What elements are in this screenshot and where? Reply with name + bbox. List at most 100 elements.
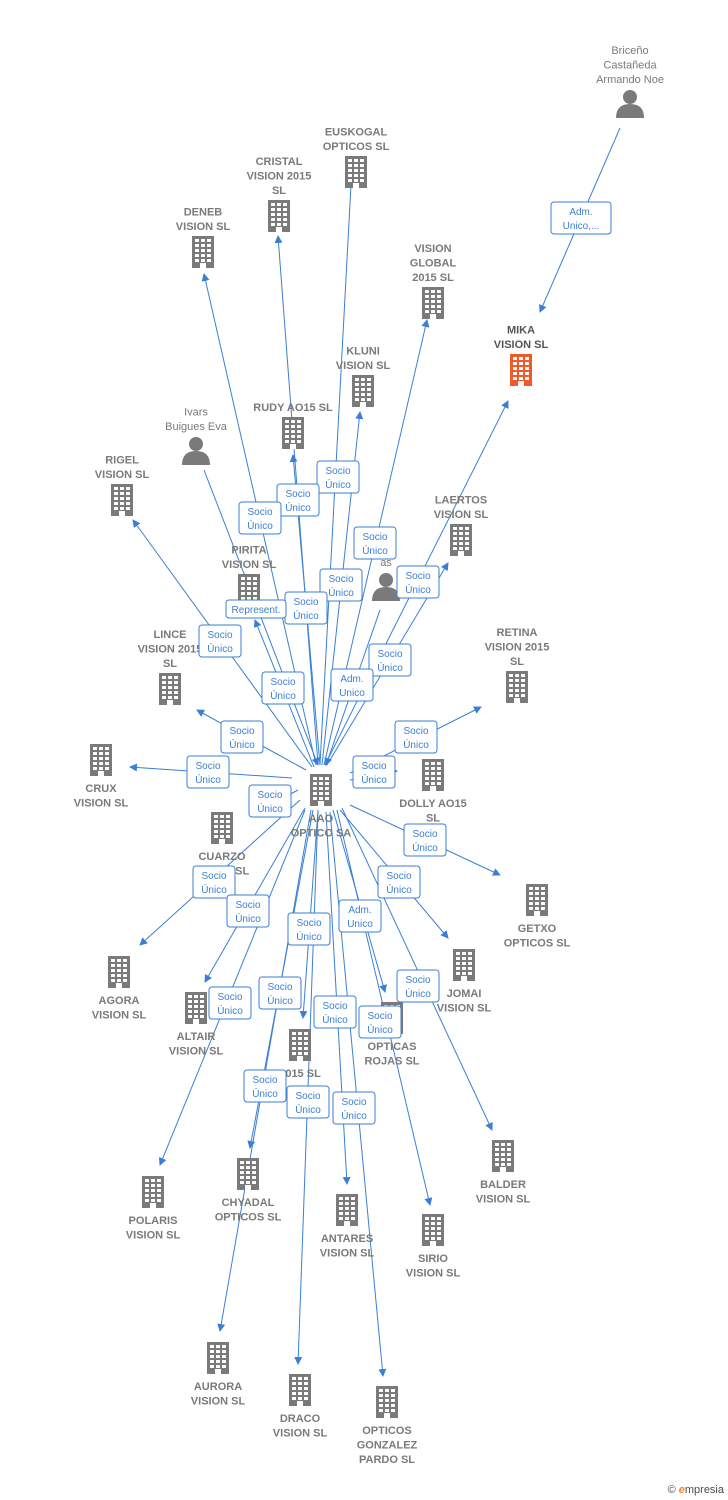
node-label-line: OPTICOS SL (504, 938, 571, 950)
edge-label-box (330, 668, 374, 702)
edge-label-text: Único (195, 773, 221, 786)
edge-label-box (358, 1005, 402, 1039)
node-label-line: OPTICOS (362, 1425, 412, 1437)
edge-label-text: Único (229, 738, 255, 751)
edge-label-briceno-mika[interactable]: Adm.Unico,... (550, 201, 612, 235)
node-label-line: as (380, 557, 392, 569)
node-x2015[interactable]: 2015 SL (279, 1029, 321, 1080)
edge-label-text: Único (267, 994, 293, 1007)
building-icon (268, 200, 290, 232)
building-icon (192, 236, 214, 268)
node-person2[interactable]: as (372, 557, 400, 601)
edge-label-text: Único (270, 689, 296, 702)
node-aurora[interactable]: AURORA VISION SL (191, 1342, 246, 1408)
node-label-line: VISION SL (434, 509, 489, 521)
edge-label-aao-opticasrojas[interactable]: Adm.Unico (338, 899, 382, 933)
edge-label-box (243, 1069, 287, 1103)
edge-label-text: Único (361, 773, 387, 786)
node-label-line: VISION SL (191, 1396, 246, 1408)
edge-label-text: Unico,... (563, 221, 600, 232)
edge-label-person2-aao[interactable]: Adm.Unico (330, 668, 374, 702)
person-icon (372, 573, 400, 601)
building-icon (142, 1176, 164, 1208)
edge-label-box (261, 671, 305, 705)
edge-label-box (186, 755, 230, 789)
edge-label-text: Único (403, 738, 429, 751)
edge-label-box (313, 995, 357, 1029)
node-label-line: VISION SL (169, 1046, 224, 1058)
empresia-credit[interactable]: © empresia (668, 1484, 724, 1496)
edge-label-box (220, 720, 264, 754)
node-label-line: RUDY AO15 SL (253, 402, 333, 414)
node-label-line: RETINA (497, 627, 538, 639)
edge-label-box (396, 565, 440, 599)
node-label-line: VISION SL (74, 798, 129, 810)
node-label-line: Castañeda (603, 60, 657, 72)
edge-label-text: Único (295, 1103, 321, 1116)
node-laertos[interactable]: LAERTOS VISION SL (434, 495, 489, 557)
node-label-line: AURORA (194, 1381, 242, 1393)
edge-label-text: Socio (361, 761, 386, 772)
edge-label-text: Socio (201, 871, 226, 882)
edge-label-ivars-aao[interactable]: Represent. (225, 599, 287, 619)
node-label-line: LAERTOS (435, 495, 487, 507)
edge-label-box (396, 969, 440, 1003)
node-rudy[interactable]: RUDY AO15 SL (253, 402, 333, 449)
building-icon (282, 417, 304, 449)
